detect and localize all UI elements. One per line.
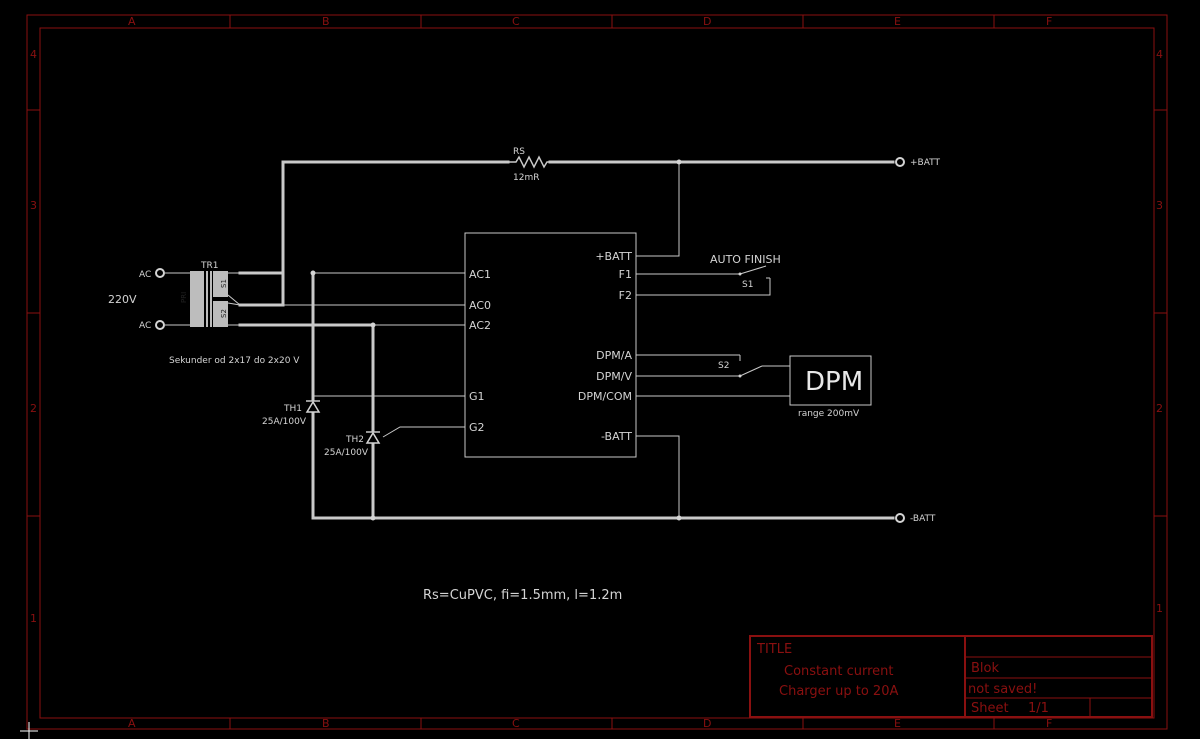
controller-block[interactable]: AC1 AC0 AC2 G1 G2 +BATT F1 F2 DPM/A DPM/… — [464, 232, 637, 458]
wires — [165, 159, 895, 521]
ac-input-top[interactable]: AC — [139, 268, 165, 280]
batt-neg-label: -BATT — [910, 514, 936, 524]
secondary-voltage-note: Sekunder od 2x17 do 2x20 V — [169, 356, 300, 366]
pin-minus-batt: -BATT — [601, 430, 632, 443]
sheet-value: 1/1 — [1028, 701, 1049, 716]
pin-dpm-com: DPM/COM — [578, 390, 632, 403]
s2-name: S2 — [718, 361, 729, 371]
row-label-2-right: 2 — [1156, 402, 1163, 415]
th2-value: 25A/100V — [324, 448, 369, 458]
col-label-a-top: A — [128, 15, 136, 28]
tr1-name: TR1 — [200, 261, 218, 271]
pin-ac0: AC0 — [469, 299, 491, 312]
ac-bottom-label: AC — [139, 321, 151, 331]
save-status: not saved! — [968, 682, 1037, 697]
s1-label: AUTO FINISH — [710, 253, 781, 266]
resistor-rs[interactable]: RS 12mR — [508, 147, 550, 183]
sheet-label: Sheet — [971, 701, 1009, 716]
col-label-f-bottom: F — [1046, 717, 1052, 730]
row-label-1-left: 1 — [30, 612, 37, 625]
tr1-primary-label: PRI — [180, 292, 188, 303]
row-label-3-left: 3 — [30, 199, 37, 212]
col-label-e-top: E — [894, 15, 901, 28]
s1-name: S1 — [742, 280, 753, 290]
pin-g2: G2 — [469, 421, 485, 434]
dpm-meter[interactable]: DPM range 200mV — [789, 355, 872, 419]
pin-ac2: AC2 — [469, 319, 491, 332]
battery-terminal-positive[interactable]: +BATT — [895, 157, 941, 168]
shunt-note: Rs=CuPVC, fi=1.5mm, l=1.2m — [423, 588, 622, 603]
pin-plus-batt: +BATT — [595, 250, 632, 263]
th2-name: TH2 — [345, 435, 364, 445]
col-label-e-bottom: E — [894, 717, 901, 730]
col-label-c-top: C — [512, 15, 520, 28]
document-name: Blok — [971, 661, 999, 676]
th1-name: TH1 — [283, 404, 302, 414]
thyristor-th2[interactable]: TH2 25A/100V — [324, 431, 381, 458]
row-label-2-left: 2 — [30, 402, 37, 415]
col-label-d-top: D — [703, 15, 711, 28]
title-block: TITLE Constant current Charger up to 20A… — [749, 635, 1153, 718]
tr1-s2-label: S2 — [220, 309, 228, 318]
pin-f2: F2 — [619, 289, 632, 302]
col-label-c-bottom: C — [512, 717, 520, 730]
row-label-4-left: 4 — [30, 48, 37, 61]
pin-dpm-a: DPM/A — [596, 349, 632, 362]
col-label-b-top: B — [322, 15, 330, 28]
row-label-1-right: 1 — [1156, 602, 1163, 615]
battery-terminal-negative[interactable]: -BATT — [895, 513, 936, 524]
pin-dpm-v: DPM/V — [596, 370, 632, 383]
col-label-d-bottom: D — [703, 717, 711, 730]
dpm-range: range 200mV — [798, 409, 860, 419]
thyristor-th1[interactable]: TH1 25A/100V — [262, 400, 321, 427]
tr1-s1-label: S1 — [220, 279, 228, 288]
switch-s1[interactable]: AUTO FINISH S1 — [710, 253, 781, 290]
crosshair-cursor-icon — [20, 722, 38, 739]
drawing-frame: A B C D E F A B C D E F 4 3 2 1 4 3 2 1 — [26, 14, 1168, 730]
pin-g1: G1 — [469, 390, 485, 403]
pin-ac1: AC1 — [469, 268, 491, 281]
col-label-a-bottom: A — [128, 717, 136, 730]
mains-voltage-label: 220V — [108, 293, 137, 306]
row-label-3-right: 3 — [1156, 199, 1163, 212]
col-label-b-bottom: B — [322, 717, 330, 730]
batt-pos-label: +BATT — [910, 158, 941, 168]
th1-value: 25A/100V — [262, 417, 307, 427]
rs-name: RS — [513, 147, 525, 157]
ac-top-label: AC — [139, 270, 151, 280]
pin-f1: F1 — [619, 268, 632, 281]
transformer-tr1[interactable]: TR1 PRI S1 S2 — [180, 261, 241, 327]
ac-input-bottom[interactable]: AC — [139, 320, 165, 331]
col-label-f-top: F — [1046, 15, 1052, 28]
rs-value: 12mR — [513, 173, 539, 183]
title-line-2: Charger up to 20A — [779, 684, 898, 699]
title-line-1: Constant current — [784, 664, 893, 679]
row-label-4-right: 4 — [1156, 48, 1163, 61]
title-label: TITLE — [756, 642, 792, 657]
switch-s2[interactable]: S2 — [718, 355, 763, 378]
dpm-name: DPM — [805, 367, 863, 397]
